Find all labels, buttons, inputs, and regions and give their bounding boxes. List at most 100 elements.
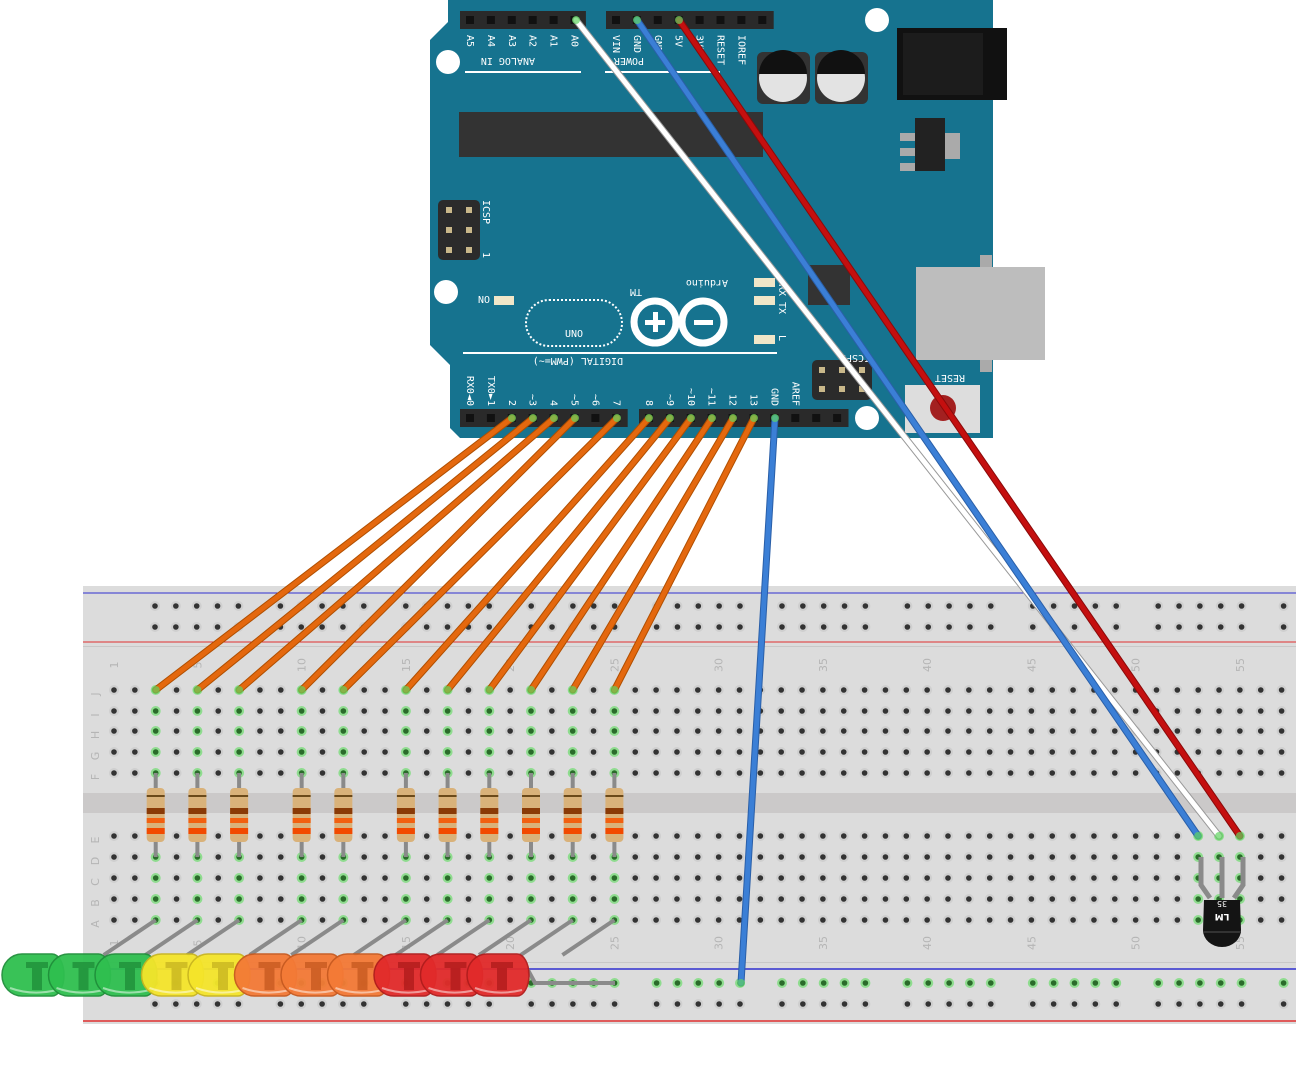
breadboard-hole[interactable] — [736, 770, 743, 776]
breadboard-hole[interactable] — [715, 896, 722, 902]
breadboard-hole[interactable] — [799, 749, 805, 755]
breadboard-hole[interactable] — [1155, 1001, 1161, 1007]
breadboard-hole[interactable] — [465, 1001, 472, 1007]
breadboard-hole[interactable] — [674, 854, 680, 860]
breadboard-hole[interactable] — [882, 770, 889, 776]
breadboard-hole[interactable] — [986, 875, 993, 881]
breadboard-hole[interactable] — [257, 749, 263, 755]
breadboard-hole[interactable] — [674, 624, 681, 630]
breadboard-hole[interactable] — [966, 875, 972, 881]
breadboard-hole[interactable] — [674, 687, 680, 693]
breadboard-hole[interactable] — [1257, 687, 1264, 693]
breadboard-hole[interactable] — [132, 728, 138, 734]
breadboard-hole[interactable] — [820, 917, 826, 923]
header-pin[interactable] — [653, 16, 662, 24]
breadboard-hole[interactable] — [1257, 917, 1264, 923]
breadboard-hole[interactable] — [570, 603, 576, 609]
breadboard-hole[interactable] — [925, 980, 932, 986]
breadboard-hole[interactable] — [319, 728, 326, 734]
breadboard-hole[interactable] — [820, 770, 826, 776]
breadboard-hole[interactable] — [423, 854, 430, 860]
breadboard-hole[interactable] — [507, 917, 513, 923]
breadboard-hole[interactable] — [236, 875, 242, 881]
breadboard-hole[interactable] — [361, 728, 368, 734]
breadboard-hole[interactable] — [861, 687, 868, 693]
breadboard-hole[interactable] — [444, 728, 451, 734]
breadboard-hole[interactable] — [945, 917, 951, 923]
breadboard-hole[interactable] — [528, 1001, 534, 1007]
breadboard-hole[interactable] — [215, 896, 222, 902]
breadboard-hole[interactable] — [840, 749, 847, 755]
breadboard-hole[interactable] — [611, 875, 618, 881]
breadboard-hole[interactable] — [507, 687, 513, 693]
breadboard-hole[interactable] — [1007, 917, 1014, 923]
breadboard-hole[interactable] — [925, 624, 932, 630]
breadboard-hole[interactable] — [152, 1001, 158, 1007]
breadboard-hole[interactable] — [1049, 833, 1056, 839]
breadboard-hole[interactable] — [695, 749, 701, 755]
breadboard-hole[interactable] — [111, 770, 117, 776]
breadboard-hole[interactable] — [986, 728, 993, 734]
breadboard-hole[interactable] — [278, 875, 284, 881]
breadboard-hole[interactable] — [988, 603, 994, 609]
breadboard-hole[interactable] — [465, 833, 472, 839]
breadboard-hole[interactable] — [904, 1001, 911, 1007]
breadboard-hole[interactable] — [674, 770, 680, 776]
breadboard-hole[interactable] — [1112, 896, 1118, 902]
breadboard-hole[interactable] — [194, 896, 201, 902]
breadboard-hole[interactable] — [820, 749, 826, 755]
breadboard-hole[interactable] — [799, 770, 805, 776]
breadboard-hole[interactable] — [1132, 833, 1139, 839]
breadboard-hole[interactable] — [1091, 833, 1097, 839]
breadboard-hole[interactable] — [757, 749, 764, 755]
breadboard-hole[interactable] — [946, 980, 952, 986]
breadboard-hole[interactable] — [1237, 728, 1243, 734]
breadboard-hole[interactable] — [319, 854, 326, 860]
breadboard-hole[interactable] — [820, 687, 826, 693]
breadboard-hole[interactable] — [903, 749, 910, 755]
breadboard-hole[interactable] — [903, 896, 910, 902]
breadboard-hole[interactable] — [778, 875, 784, 881]
breadboard-hole[interactable] — [486, 896, 493, 902]
breadboard-hole[interactable] — [1237, 687, 1243, 693]
breadboard-hole[interactable] — [1278, 917, 1285, 923]
led-yellow[interactable] — [140, 953, 205, 997]
breadboard-hole[interactable] — [820, 708, 826, 714]
breadboard-hole[interactable] — [820, 728, 826, 734]
breadboard-hole[interactable] — [820, 854, 826, 860]
breadboard-hole[interactable] — [1257, 749, 1264, 755]
breadboard-hole[interactable] — [800, 1001, 806, 1007]
breadboard-hole[interactable] — [986, 687, 993, 693]
breadboard-hole[interactable] — [340, 875, 347, 881]
orange-wire[interactable] — [236, 415, 557, 693]
breadboard-hole[interactable] — [1195, 708, 1201, 714]
breadboard-hole[interactable] — [715, 770, 722, 776]
breadboard-hole[interactable] — [1237, 770, 1243, 776]
breadboard-hole[interactable] — [1070, 917, 1076, 923]
header-pin[interactable] — [791, 414, 800, 422]
breadboard-hole[interactable] — [1007, 833, 1014, 839]
breadboard-hole[interactable] — [486, 603, 493, 609]
breadboard-hole[interactable] — [444, 896, 451, 902]
breadboard-hole[interactable] — [799, 728, 805, 734]
breadboard-hole[interactable] — [632, 875, 639, 881]
breadboard-hole[interactable] — [423, 770, 430, 776]
breadboard-hole[interactable] — [840, 875, 847, 881]
breadboard-hole[interactable] — [1007, 854, 1014, 860]
breadboard-hole[interactable] — [715, 708, 722, 714]
breadboard-hole[interactable] — [173, 896, 180, 902]
breadboard-hole[interactable] — [1216, 749, 1222, 755]
breadboard-hole[interactable] — [1112, 770, 1118, 776]
breadboard-hole[interactable] — [966, 749, 972, 755]
breadboard-hole[interactable] — [779, 980, 785, 986]
led-orange[interactable] — [233, 953, 298, 997]
breadboard-hole[interactable] — [736, 749, 743, 755]
breadboard-hole[interactable] — [653, 875, 659, 881]
breadboard-hole[interactable] — [632, 708, 639, 714]
breadboard-hole[interactable] — [361, 833, 368, 839]
breadboard-hole[interactable] — [1112, 875, 1118, 881]
breadboard-hole[interactable] — [486, 624, 493, 630]
breadboard-hole[interactable] — [1070, 708, 1076, 714]
breadboard-hole[interactable] — [132, 854, 138, 860]
breadboard-hole[interactable] — [1049, 687, 1056, 693]
